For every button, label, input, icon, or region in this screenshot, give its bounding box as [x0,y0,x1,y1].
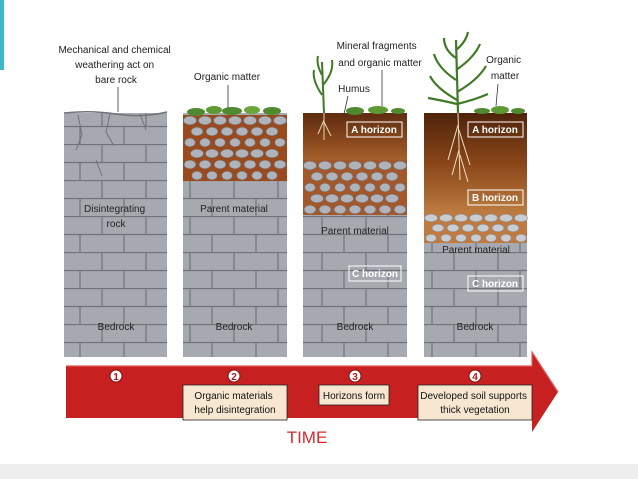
stage-4-caption-box: Developed soil supports thick vegetation [417,384,533,421]
stage-2-column: Organic matter Parent material Bedrock [183,72,287,357]
stage-1-number-marker: 1 [109,369,123,383]
stage-4-leader-line [495,83,499,107]
stage-4-c-horizon-box [467,275,524,292]
svg-text:Developed soil supports: Developed soil supports thick vegetation [420,391,530,416]
stage-3-number-marker: 3 [348,369,362,383]
stage-4-soil-layer [424,113,527,225]
stage-4-b-horizon-box [467,189,524,206]
stage-2-number-marker: 2 [227,369,241,383]
stage-4-top-label: Organic matter [486,55,524,82]
stage-3-a-horizon-label: A horizon [351,125,397,136]
stage-2-weathered-layer [183,115,287,181]
svg-text:Organic materials help: Organic materials help disintegration [194,391,275,416]
stage-4-a-horizon-label: A horizon [472,125,518,136]
stage-3-weathered-layer [303,160,407,215]
stage-4-organic-matter [474,106,525,114]
diagram-canvas: Mechanical and chemical weathering act o… [58,31,559,447]
stage-3-roots [317,113,332,140]
stage-2-bedrock-label: Bedrock [216,322,254,333]
stage-4-c-horizon-label: C horizon [472,279,518,290]
stage-1-column: Mechanical and chemical weathering act o… [58,45,173,357]
bottom-band [0,464,638,479]
stage-3-bedrock-label: Bedrock [337,322,375,333]
stage-3-caption-box: Horizons form [318,384,390,406]
stage-4-a-horizon-box [467,121,524,138]
stage-2-caption-box: Organic materials help disintegration [182,384,288,421]
stage-3-humus-label: Humus [338,84,370,95]
stage-2-organic-matter [187,106,281,116]
stage-2-mid-label: Parent material [200,204,268,215]
stage-3-column: Mineral fragments and organic matter Hum… [303,41,422,357]
svg-text:Horizons form: Horizons form [323,391,385,402]
stage-3-a-horizon-box [346,121,403,138]
time-label: TIME [287,428,328,447]
stage-1-bedrock-label: Bedrock [98,322,136,333]
svg-text:2: 2 [231,372,237,383]
svg-text:1: 1 [113,372,119,383]
left-accent-bar [0,0,4,70]
stage-4-column: Organic matter A horizon B horizon Paren… [424,31,528,357]
stage-1-top-label: Mechanical and chemical weathering act o… [58,45,173,86]
stage-3-c-horizon-box [348,265,402,282]
svg-text:3: 3 [352,372,358,383]
stage-3-humus-leader [343,95,349,115]
stage-3-c-horizon-label: C horizon [352,269,398,280]
stage-2-top-label: Organic matter [194,72,261,83]
stage-3-top-label: Mineral fragments and organic matter [337,41,423,69]
stage-4-bedrock-label: Bedrock [457,322,495,333]
stage-3-organic-matter [346,106,405,115]
stage-4-mid-label: Parent material [442,245,510,256]
stage-4-roots [447,112,471,183]
stage-4-b-horizon-label: B horizon [472,193,518,204]
stage-3-mid-label: Parent material [321,226,389,237]
stage-3-plant [312,55,334,114]
stage-4-number-marker: 4 [468,369,482,383]
stage-4-weathered-layer [424,213,528,243]
stage-1-mid-label: Disintegrating rock [84,204,148,230]
stage-4-fern [427,31,489,114]
svg-text:4: 4 [472,372,478,383]
